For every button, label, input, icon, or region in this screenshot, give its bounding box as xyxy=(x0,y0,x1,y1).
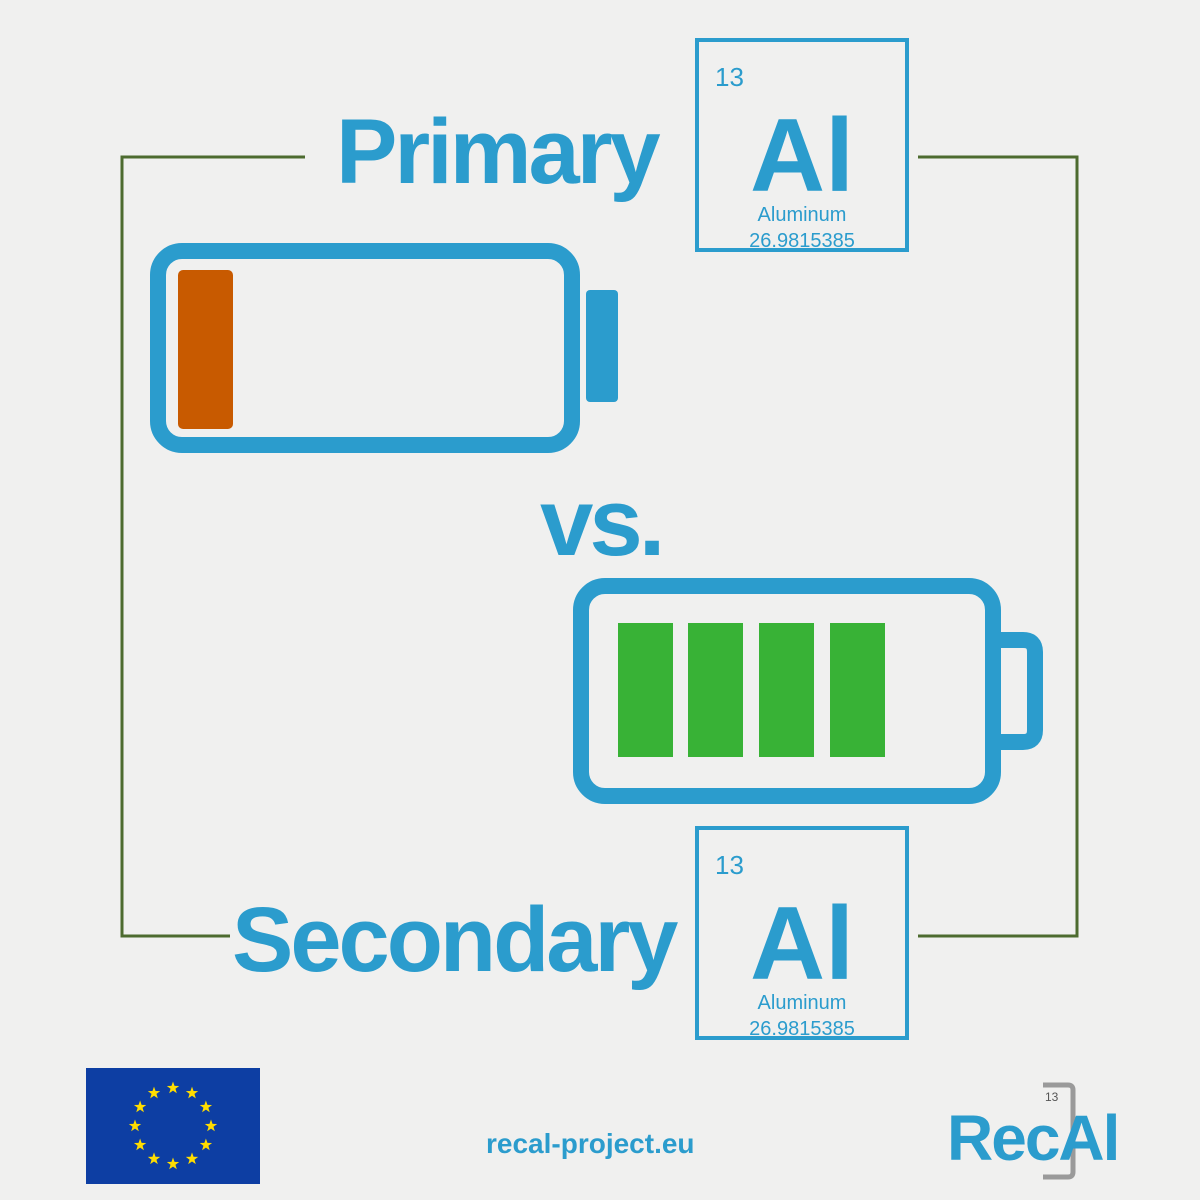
logo-text-rec: Rec xyxy=(947,1102,1060,1174)
eu-star-icon xyxy=(199,1138,213,1151)
eu-star-icon xyxy=(166,1081,180,1094)
element-name: Aluminum xyxy=(757,204,847,226)
eu-star-icon xyxy=(147,1086,161,1099)
eu-flag-icon xyxy=(86,1068,260,1184)
eu-star-icon xyxy=(133,1100,147,1113)
atomic-mass: 26.9815385 xyxy=(749,230,855,252)
eu-star-icon xyxy=(166,1157,180,1170)
eu-star-icon xyxy=(128,1119,142,1132)
secondary-element-tile: 13 Al Aluminum 26.9815385 xyxy=(695,826,909,1040)
eu-star-icon xyxy=(133,1138,147,1151)
element-symbol: Al xyxy=(750,98,854,214)
battery-terminal xyxy=(586,290,618,402)
eu-star-icon xyxy=(199,1100,213,1113)
element-name: Aluminum xyxy=(757,992,847,1014)
logo-text-al: Al xyxy=(1058,1102,1120,1174)
eu-star-icon xyxy=(204,1119,218,1132)
eu-star-icon xyxy=(185,1152,199,1165)
eu-star-icon xyxy=(185,1086,199,1099)
eu-star-icon xyxy=(147,1152,161,1165)
battery-full-icon xyxy=(573,578,1043,804)
charge-bar xyxy=(618,623,673,757)
recal-logo: RecAl 13 xyxy=(945,1082,1135,1187)
element-symbol: Al xyxy=(750,886,854,1002)
primary-heading: Primary xyxy=(336,101,661,203)
primary-element-tile: 13 Al Aluminum 26.9815385 xyxy=(695,38,909,252)
battery-terminal xyxy=(995,632,1043,750)
atomic-number: 13 xyxy=(715,62,744,92)
battery-body xyxy=(573,578,1001,804)
left-frame-line xyxy=(120,155,305,938)
logo-element-box xyxy=(1043,1082,1076,1180)
charge-bar xyxy=(759,623,814,757)
charge-bar xyxy=(688,623,743,757)
versus-label: vs. xyxy=(540,469,665,576)
logo-atomic-number: 13 xyxy=(1045,1090,1059,1104)
charge-bar xyxy=(830,623,885,757)
secondary-heading: Secondary xyxy=(232,889,678,991)
logo-text: RecAl xyxy=(947,1106,1120,1170)
atomic-mass: 26.9815385 xyxy=(749,1018,855,1040)
right-frame-line xyxy=(918,155,1079,938)
charge-bar xyxy=(178,270,233,429)
website-url[interactable]: recal-project.eu xyxy=(486,1128,695,1159)
atomic-number: 13 xyxy=(715,850,744,880)
battery-low-icon xyxy=(150,243,618,453)
battery-body xyxy=(150,243,580,453)
